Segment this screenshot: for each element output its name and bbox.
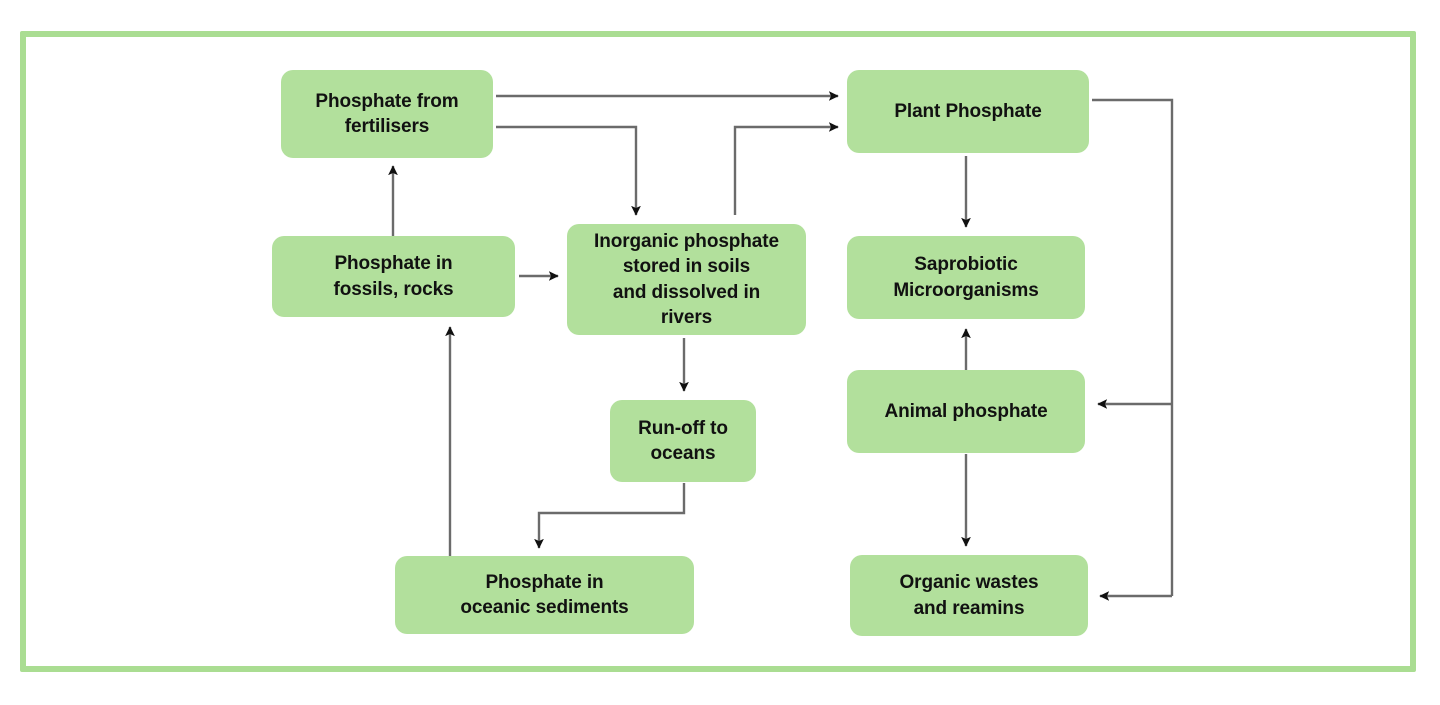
node-organic-wastes-and-remains[interactable]: Organic wastes and reamins: [850, 555, 1088, 636]
node-phosphate-in-fossils-rocks[interactable]: Phosphate in fossils, rocks: [272, 236, 515, 317]
node-saprobiotic-microorganisms[interactable]: Saprobiotic Microorganisms: [847, 236, 1085, 319]
diagram-frame: [20, 31, 1416, 672]
node-label: Animal phosphate: [884, 400, 1048, 422]
node-label: Inorganic phosphate stored in soils and …: [594, 231, 779, 328]
node-label: Phosphate in fossils, rocks: [333, 253, 454, 300]
node-phosphate-in-oceanic-sediments[interactable]: Phosphate in oceanic sediments: [395, 556, 694, 634]
node-plant-phosphate[interactable]: Plant Phosphate: [847, 70, 1089, 153]
node-label: Plant Phosphate: [894, 100, 1042, 122]
node-label: Phosphate from fertilisers: [315, 90, 459, 137]
node-animal-phosphate[interactable]: Animal phosphate: [847, 370, 1085, 453]
node-label: Organic wastes and reamins: [899, 572, 1039, 619]
node-phosphate-from-fertilisers[interactable]: Phosphate from fertilisers: [281, 70, 493, 158]
node-label: Run-off to oceans: [638, 417, 728, 464]
node-label: Saprobiotic Microorganisms: [893, 254, 1039, 301]
node-inorganic-phosphate[interactable]: Inorganic phosphate stored in soils and …: [567, 224, 806, 335]
node-run-off-to-oceans[interactable]: Run-off to oceans: [610, 400, 756, 482]
node-label: Phosphate in oceanic sediments: [460, 571, 629, 618]
